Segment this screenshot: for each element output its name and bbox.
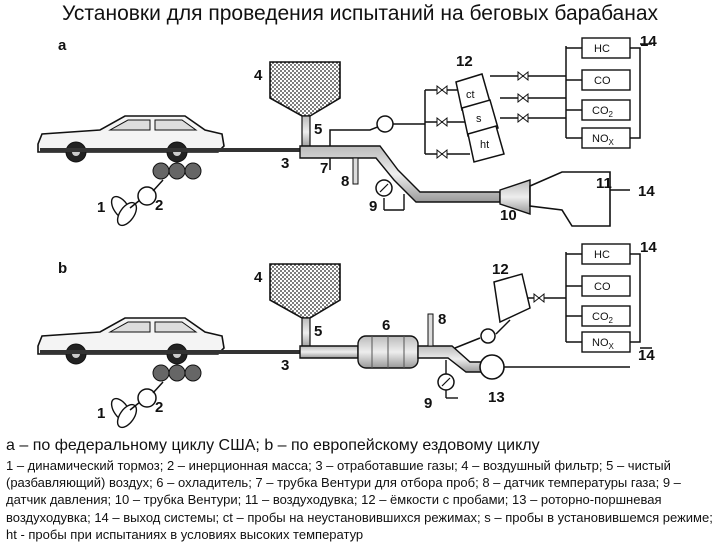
analyzer-b-hc: HC xyxy=(594,249,610,261)
dilution-tunnel-b xyxy=(299,345,359,359)
dyno-rollers-a xyxy=(152,162,202,180)
analyzer-b-nox: NOX xyxy=(592,337,615,351)
valves-a xyxy=(436,70,529,160)
label-a-1: 1 xyxy=(97,199,105,216)
test-bench-diagram: а 1 2 3 xyxy=(37,33,657,429)
figure-caption: а – по федеральному циклу США; b – по ев… xyxy=(6,437,714,543)
label-b-1: 1 xyxy=(97,405,105,422)
page-title: Установки для проведения испытаний на бе… xyxy=(61,2,658,25)
label-a-3: 3 xyxy=(281,155,289,172)
caption-legend: 1 – динамический тормоз; 2 – инерционная… xyxy=(6,458,713,542)
label-a-11: 11 xyxy=(596,175,612,192)
label-b-2: 2 xyxy=(155,399,163,416)
sampling-lines-b xyxy=(454,252,652,349)
panel-a-letter: а xyxy=(58,37,67,54)
dyno-brake-a xyxy=(110,179,164,227)
valve-b xyxy=(533,292,545,304)
label-b-14b: 14 xyxy=(638,347,655,364)
caption-main: а – по федеральному циклу США; b – по ев… xyxy=(6,437,540,454)
label-a-14b: 14 xyxy=(638,183,655,200)
label-a-2: 2 xyxy=(155,197,163,214)
air-filter-a xyxy=(269,61,341,149)
sample-bag-b xyxy=(493,273,531,324)
air-filter-b xyxy=(269,263,341,349)
venturi-tube-a xyxy=(499,179,531,215)
label-a-8: 8 xyxy=(341,173,349,190)
label-a-12: 12 xyxy=(456,53,473,70)
car-b xyxy=(37,317,225,365)
label-b-8: 8 xyxy=(438,311,446,328)
analyzer-b-co: CO xyxy=(594,281,611,293)
bag-label-ct: ct xyxy=(466,89,475,101)
label-a-4: 4 xyxy=(254,67,263,84)
analyzer-a-co: CO xyxy=(594,75,611,87)
panel-b-letter: b xyxy=(58,260,67,277)
analyzer-a-nox: NOX xyxy=(592,133,615,147)
gas-analyzers-b xyxy=(581,243,631,353)
blower-a xyxy=(529,171,611,227)
label-b-9: 9 xyxy=(424,395,432,412)
label-b-13: 13 xyxy=(488,389,505,406)
panel-a: а 1 2 3 xyxy=(37,33,657,227)
sampling-lines-a xyxy=(329,43,652,155)
label-b-5: 5 xyxy=(314,323,322,340)
dyno-brake-b xyxy=(110,381,164,429)
analyzer-a-co2: CO2 xyxy=(592,105,614,119)
temp-sensor-a xyxy=(352,157,359,185)
label-a-14a: 14 xyxy=(640,33,657,50)
label-b-3: 3 xyxy=(281,357,289,374)
pressure-gauge-b xyxy=(437,360,458,399)
dyno-rollers-b xyxy=(152,364,202,382)
label-b-4: 4 xyxy=(254,269,263,286)
gas-analyzers-a xyxy=(581,37,631,149)
roots-blower-b xyxy=(479,354,505,380)
panel-b: b 1 2 3 4 5 xyxy=(37,239,657,429)
pressure-gauge-a xyxy=(375,179,405,211)
label-b-6: 6 xyxy=(382,317,390,334)
temp-sensor-b xyxy=(427,313,434,347)
label-a-9: 9 xyxy=(369,198,377,215)
label-b-12: 12 xyxy=(492,261,509,278)
label-a-5: 5 xyxy=(314,121,322,138)
label-b-14a: 14 xyxy=(640,239,657,256)
bag-label-s: s xyxy=(476,113,482,125)
bag-label-ht: ht xyxy=(480,139,489,151)
label-a-10: 10 xyxy=(500,207,517,224)
analyzer-a-hc: HC xyxy=(594,43,610,55)
label-a-7: 7 xyxy=(320,160,328,177)
car-a xyxy=(37,115,225,163)
sample-bags-a xyxy=(455,73,505,163)
analyzer-b-co2: CO2 xyxy=(592,311,614,325)
